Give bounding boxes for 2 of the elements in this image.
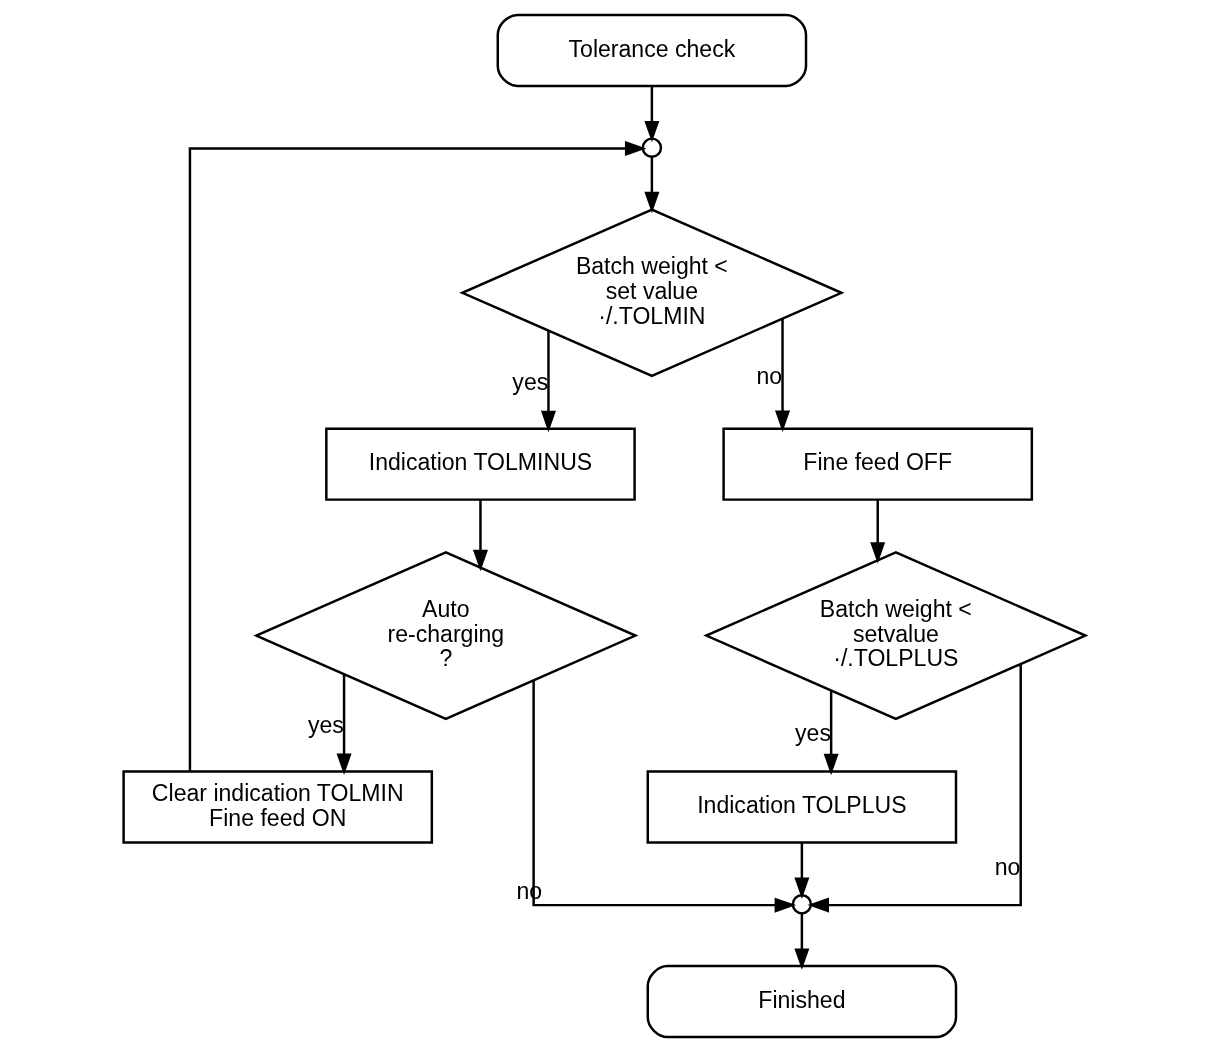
edge-label: no [994,853,1021,880]
edge-label: yes [795,720,831,747]
